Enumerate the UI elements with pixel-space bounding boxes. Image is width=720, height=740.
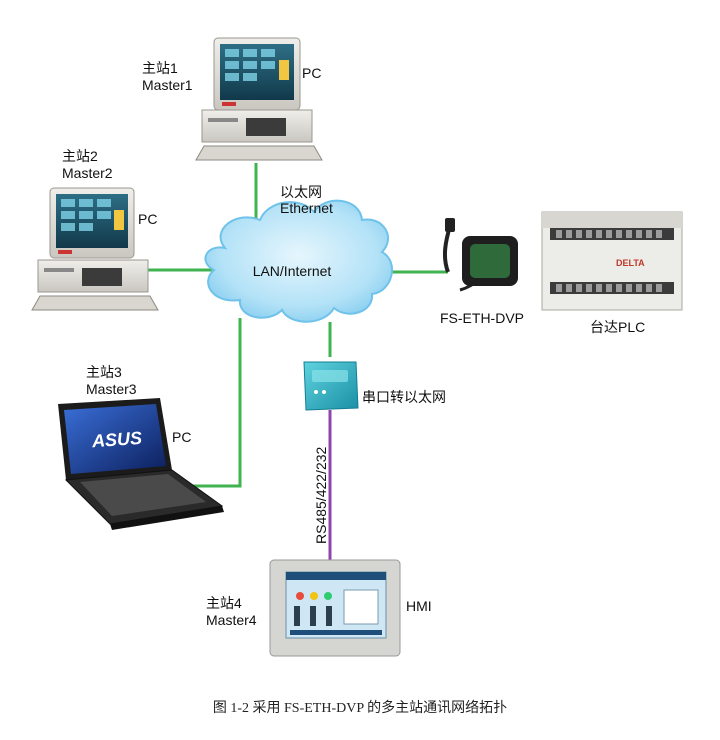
- master3-name-cn: 主站3: [86, 364, 122, 380]
- keyboard-icon: [195, 145, 323, 161]
- converter-name: 串口转以太网: [362, 389, 446, 405]
- master3-laptop: ASUS 主站3 Master3 PC: [58, 364, 224, 530]
- master2-pc: 主站2 Master2 PC: [31, 148, 159, 311]
- master3-device: PC: [172, 429, 191, 445]
- master1-device: PC: [302, 65, 321, 81]
- cloud-label: LAN/Internet: [253, 263, 332, 279]
- delta-plc: DELTA 台达PLC: [541, 211, 683, 335]
- master2-name-en: Master2: [62, 165, 113, 181]
- master1-pc: 主站1 Master1 PC: [142, 37, 323, 161]
- master2-device: PC: [138, 211, 157, 227]
- ethernet-label-en: Ethernet: [280, 200, 333, 216]
- lan-cloud: LAN/Internet: [204, 199, 393, 323]
- module-name: FS-ETH-DVP: [440, 310, 524, 326]
- fs-eth-dvp-module: FS-ETH-DVP: [440, 218, 524, 326]
- master3-name-en: Master3: [86, 381, 137, 397]
- master4-hmi: 主站4 Master4 HMI: [206, 559, 432, 657]
- keyboard-icon: [31, 295, 159, 311]
- master1-name-cn: 主站1: [142, 60, 178, 76]
- serial-converter: 串口转以太网: [303, 361, 446, 411]
- master4-device: HMI: [406, 598, 432, 614]
- plc-name: 台达PLC: [590, 319, 645, 335]
- ethernet-label-cn: 以太网: [280, 184, 322, 200]
- serial-link-label: RS485/422/232: [313, 446, 329, 544]
- master4-name-en: Master4: [206, 612, 257, 628]
- master1-name-en: Master1: [142, 77, 193, 93]
- master4-name-cn: 主站4: [206, 595, 242, 611]
- plc-brand: DELTA: [616, 258, 645, 268]
- laptop-brand: ASUS: [90, 428, 142, 452]
- figure-caption: 图 1-2 采用 FS-ETH-DVP 的多主站通讯网络拓扑: [212, 701, 508, 716]
- link-master3: [190, 318, 242, 488]
- master2-name-cn: 主站2: [62, 148, 98, 164]
